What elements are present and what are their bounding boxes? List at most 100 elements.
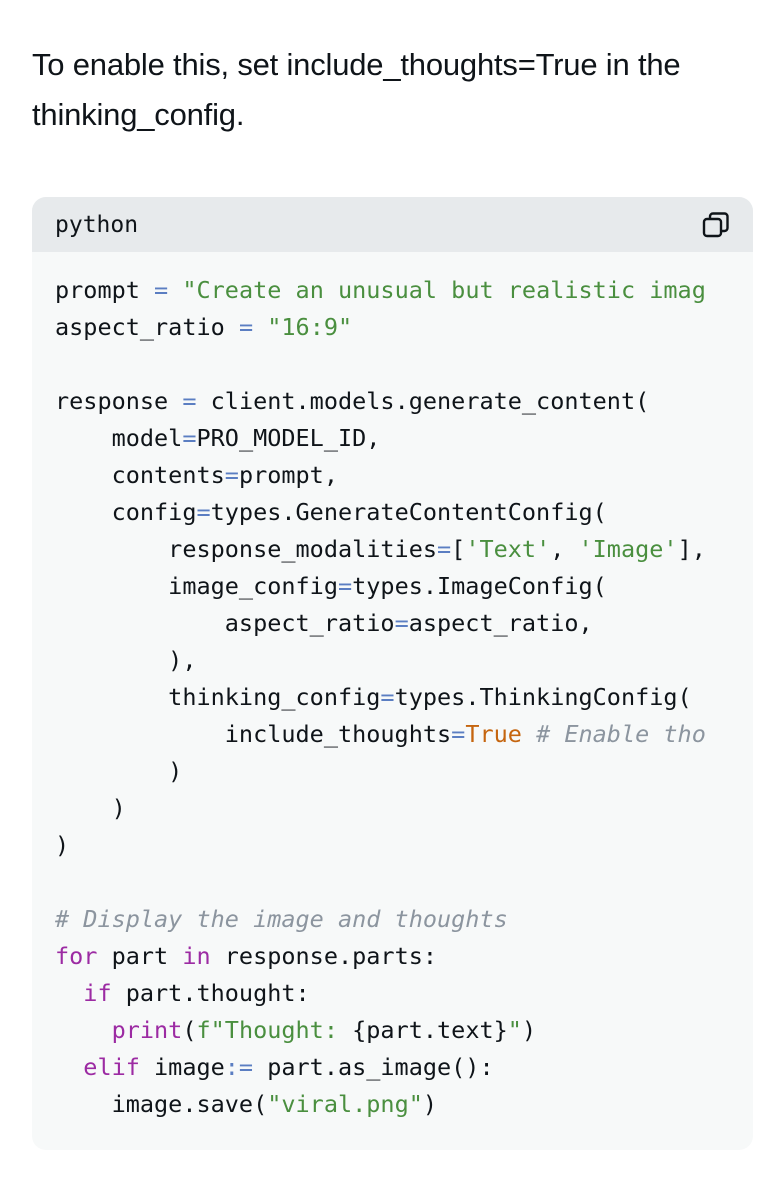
code-token: prompt bbox=[55, 276, 155, 304]
code-token: response.parts: bbox=[210, 942, 438, 970]
code-token: include_thoughts bbox=[55, 720, 452, 748]
code-token: model bbox=[55, 424, 183, 452]
copy-code-button[interactable] bbox=[701, 210, 731, 240]
code-token: = bbox=[437, 535, 452, 563]
code-token: client.models.generate_content( bbox=[196, 387, 650, 415]
code-token: ) bbox=[55, 757, 183, 785]
code-token: image_config bbox=[55, 572, 338, 600]
code-token: = bbox=[154, 276, 169, 304]
code-token: ], bbox=[677, 535, 706, 563]
code-token: = bbox=[182, 424, 197, 452]
code-token: ) bbox=[55, 831, 70, 859]
code-token: ( bbox=[182, 1016, 197, 1044]
code-token: f"Thought: bbox=[196, 1016, 353, 1044]
intro-paragraph: To enable this, set include_thoughts=Tru… bbox=[32, 40, 772, 140]
code-line: ) bbox=[55, 790, 753, 827]
code-token: = bbox=[224, 461, 239, 489]
code-token: ) bbox=[422, 1090, 438, 1118]
code-token: types.ImageConfig( bbox=[352, 572, 607, 600]
code-line: contents=prompt, bbox=[55, 457, 753, 494]
code-token: response bbox=[55, 387, 183, 415]
code-token: config bbox=[55, 498, 197, 526]
code-line: ) bbox=[55, 827, 753, 864]
code-content[interactable]: prompt = "Create an unusual but realisti… bbox=[32, 252, 753, 1123]
code-language-label: python bbox=[55, 211, 139, 238]
code-token: 'Text' bbox=[465, 535, 551, 563]
code-token: "viral.png" bbox=[267, 1090, 423, 1118]
code-token: if bbox=[83, 979, 112, 1007]
code-token: image.save( bbox=[55, 1090, 268, 1118]
code-token: 'Image' bbox=[578, 535, 678, 563]
code-line: aspect_ratio = "16:9" bbox=[55, 309, 753, 346]
code-token: "16:9" bbox=[267, 313, 353, 341]
code-line: aspect_ratio=aspect_ratio, bbox=[55, 605, 753, 642]
code-token bbox=[55, 979, 83, 1007]
code-line: response = client.models.generate_conten… bbox=[55, 383, 753, 420]
code-token: part.as_image(): bbox=[253, 1053, 494, 1081]
code-line: response_modalities=['Text', 'Image'], bbox=[55, 531, 753, 568]
code-token: True bbox=[465, 720, 522, 748]
code-line: for part in response.parts: bbox=[55, 938, 753, 975]
code-token: part bbox=[97, 942, 183, 970]
code-token: " bbox=[507, 1016, 522, 1044]
code-token: = bbox=[238, 313, 254, 341]
copy-icon bbox=[701, 210, 731, 240]
code-block-header: python bbox=[32, 197, 753, 252]
code-token: {part.text} bbox=[352, 1016, 508, 1044]
code-token: = bbox=[337, 572, 353, 600]
code-token bbox=[168, 276, 182, 304]
code-token: # Display the image and thoughts bbox=[55, 905, 508, 933]
code-line: prompt = "Create an unusual but realisti… bbox=[55, 272, 753, 309]
code-token: "Create an unusual but realistic imag bbox=[182, 276, 706, 304]
code-token: aspect_ratio bbox=[55, 313, 239, 341]
code-token bbox=[55, 1053, 83, 1081]
intro-line-1: To enable this, set include_thoughts=Tru… bbox=[32, 47, 681, 82]
code-token: = bbox=[196, 498, 211, 526]
code-line bbox=[55, 864, 753, 901]
code-token: = bbox=[182, 387, 197, 415]
code-token: thinking_config bbox=[55, 683, 381, 711]
code-token: for bbox=[55, 942, 98, 970]
code-line: elif image:= part.as_image(): bbox=[55, 1049, 753, 1086]
code-token bbox=[253, 313, 267, 341]
code-line: thinking_config=types.ThinkingConfig( bbox=[55, 679, 753, 716]
code-token: = bbox=[380, 683, 395, 711]
code-token: response_modalities bbox=[55, 535, 438, 563]
code-token: = bbox=[394, 609, 409, 637]
code-token: types.ThinkingConfig( bbox=[394, 683, 692, 711]
code-line: # Display the image and thoughts bbox=[55, 901, 753, 938]
code-line bbox=[55, 346, 753, 383]
code-token: ), bbox=[55, 646, 197, 674]
intro-line-2: thinking_config. bbox=[32, 97, 245, 132]
code-token: = bbox=[451, 720, 466, 748]
code-line: model=PRO_MODEL_ID, bbox=[55, 420, 753, 457]
code-token: contents bbox=[55, 461, 225, 489]
code-line: if part.thought: bbox=[55, 975, 753, 1012]
code-token bbox=[522, 720, 536, 748]
code-token: print bbox=[111, 1016, 183, 1044]
code-line: image_config=types.ImageConfig( bbox=[55, 568, 753, 605]
code-token: # Enable tho bbox=[536, 720, 706, 748]
code-token: ) bbox=[521, 1016, 537, 1044]
code-token: image bbox=[139, 1053, 225, 1081]
code-token: := bbox=[224, 1053, 254, 1081]
code-token: elif bbox=[83, 1053, 140, 1081]
code-block: python prompt = "Create an unusual but r… bbox=[32, 197, 753, 1150]
code-line: config=types.GenerateContentConfig( bbox=[55, 494, 753, 531]
code-line: print(f"Thought: {part.text}") bbox=[55, 1012, 753, 1049]
code-token: aspect_ratio bbox=[55, 609, 395, 637]
code-token: types.GenerateContentConfig( bbox=[210, 498, 607, 526]
code-line: image.save("viral.png") bbox=[55, 1086, 753, 1123]
code-token: ) bbox=[55, 794, 126, 822]
code-token: [ bbox=[451, 535, 466, 563]
code-line: ), bbox=[55, 642, 753, 679]
code-token: prompt, bbox=[238, 461, 338, 489]
code-line: include_thoughts=True # Enable tho bbox=[55, 716, 753, 753]
code-token: , bbox=[550, 535, 579, 563]
code-line: ) bbox=[55, 753, 753, 790]
code-token: part.thought: bbox=[111, 979, 310, 1007]
code-token bbox=[55, 1016, 112, 1044]
code-token: aspect_ratio, bbox=[408, 609, 593, 637]
code-token: PRO_MODEL_ID, bbox=[196, 424, 381, 452]
code-token: in bbox=[182, 942, 211, 970]
